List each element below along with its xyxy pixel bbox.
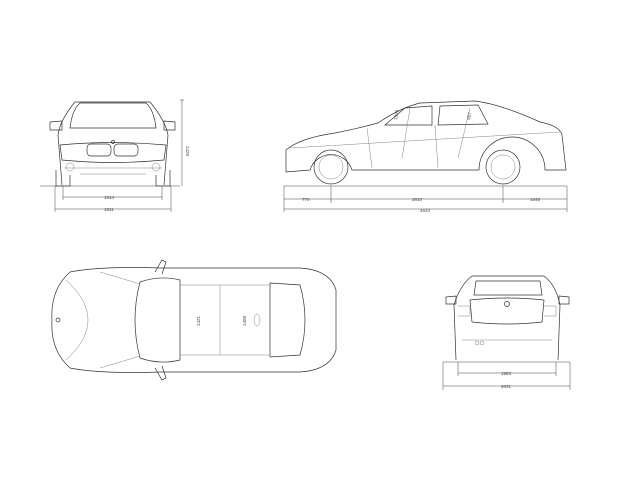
rear-headroom-label: 957 xyxy=(466,111,472,120)
rear-track-label: 1583 xyxy=(501,371,512,376)
front-headroom-label: 1023 xyxy=(393,109,400,120)
wheelbase-label: 2810 xyxy=(412,197,423,202)
top-view: 1421 1458 xyxy=(51,259,337,381)
rear-width-label: 2031 xyxy=(501,384,512,389)
length-label: 4633 xyxy=(420,208,431,213)
front-track-label: 1544 xyxy=(104,195,115,200)
rear-overhang-label: 1046 xyxy=(530,197,541,202)
front-overhang-label: 770 xyxy=(302,197,310,202)
front-shoulder-label: 1421 xyxy=(196,315,201,326)
rear-shoulder-label: 1458 xyxy=(242,315,247,326)
height-label: 1429 xyxy=(185,146,190,157)
rear-view: 1583 2031 xyxy=(442,275,571,390)
front-view: 1544 1811 1429 xyxy=(40,99,190,212)
front-width-label: 1811 xyxy=(104,207,114,212)
side-view: 1023 957 770 2810 1046 4633 xyxy=(283,100,568,213)
